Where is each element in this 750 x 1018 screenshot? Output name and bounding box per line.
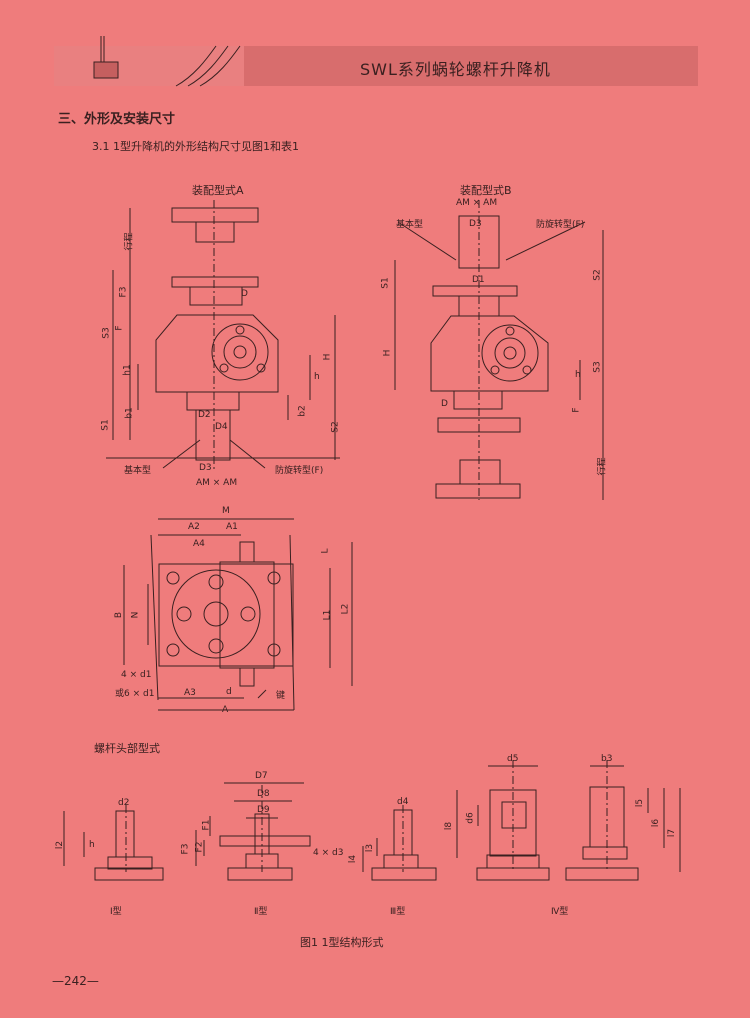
assembly-a-anti: 防旋转型(F) — [275, 466, 324, 476]
assembly-b-title: 装配型式B — [460, 184, 512, 197]
top-view-a2: A2 — [188, 522, 200, 532]
screw-head-d5: d5 — [507, 754, 519, 764]
top-view-l: L — [320, 548, 331, 554]
top-view-a4: A4 — [193, 539, 205, 549]
screw-head-type-4-left — [456, 760, 550, 881]
screw-head-d4: d4 — [397, 797, 409, 807]
screw-head-d3x4: 4 × d3 — [313, 848, 344, 858]
top-view-a1: A1 — [226, 522, 238, 532]
assembly-b-d: D — [441, 399, 448, 409]
assembly-b-f: F — [571, 407, 582, 413]
page-header-title: SWL系列蜗轮螺杆升降机 — [360, 60, 551, 79]
assembly-a-h: H — [322, 353, 333, 361]
assembly-a-basic: 基本型 — [124, 466, 152, 476]
assembly-b-s3: S3 — [592, 361, 603, 373]
screw-head-d6: d6 — [465, 812, 476, 824]
assembly-a-d4: D4 — [215, 422, 228, 432]
screw-head-l3: l3 — [365, 843, 376, 853]
screw-head-f2: F2 — [194, 841, 205, 853]
figure-caption: 图1 1型结构形式 — [300, 936, 384, 949]
top-view-l2: L2 — [340, 603, 351, 615]
assembly-a-b2: b2 — [297, 405, 308, 417]
screw-head-type-3-label: Ⅲ型 — [390, 907, 406, 917]
top-view-d: d — [226, 687, 232, 697]
screw-head-d8: D8 — [257, 789, 270, 799]
assembly-b-h: H — [382, 349, 393, 357]
screw-head-type-2 — [195, 782, 311, 881]
assembly-a-d2: D2 — [198, 410, 211, 420]
assembly-a-title: 装配型式A — [192, 184, 244, 197]
screw-head-type-2-label: Ⅱ型 — [254, 907, 268, 917]
assembly-b-am: AM × AM — [456, 198, 498, 208]
assembly-a-d3: D3 — [199, 463, 212, 473]
screw-head-l2: l2 — [55, 840, 66, 850]
screw-head-b3: b3 — [601, 754, 613, 764]
screw-head-f3: F3 — [180, 843, 191, 855]
assembly-b-h-small: h — [575, 370, 581, 380]
top-view-diagram — [123, 518, 353, 711]
screw-head-d9: D9 — [257, 805, 270, 815]
top-view-l1: L1 — [322, 609, 333, 621]
assembly-a-h-small: h — [314, 372, 320, 382]
screw-head-l7: l7 — [667, 828, 678, 838]
assembly-a-b1: b1 — [124, 407, 135, 419]
top-view-a3: A3 — [184, 688, 196, 698]
screw-head-h: h — [89, 840, 95, 850]
assembly-b-travel: 行程 — [597, 457, 608, 476]
screw-head-f1: F1 — [201, 819, 212, 831]
assembly-b-d3: D3 — [469, 219, 482, 229]
assembly-a-s1: S1 — [100, 419, 111, 431]
screw-head-type-3 — [362, 805, 437, 881]
assembly-b-basic: 基本型 — [396, 220, 424, 230]
assembly-a-am: AM × AM — [196, 478, 238, 488]
top-view-m: M — [222, 506, 230, 516]
top-view-holes-6: 或6 × d1 — [115, 689, 155, 699]
screw-head-l5: l5 — [635, 798, 646, 808]
assembly-a-diagram — [106, 200, 340, 470]
screw-head-l8: l8 — [444, 821, 455, 831]
screw-head-type-4-right — [565, 760, 681, 881]
top-view-key: 键 — [276, 691, 286, 701]
screw-head-type-1 — [63, 805, 164, 881]
assembly-a-s3: S3 — [101, 327, 112, 339]
screw-head-l6: l6 — [651, 818, 662, 828]
top-view-n: N — [130, 611, 141, 619]
assembly-b-s2: S2 — [592, 269, 603, 281]
assembly-a-f3: F3 — [118, 286, 129, 298]
screw-head-l4: l4 — [348, 854, 359, 864]
assembly-a-f: F — [114, 325, 125, 331]
assembly-b-d1: D1 — [472, 275, 485, 285]
page-number: —242— — [52, 974, 99, 988]
section-title: 三、外形及安装尺寸 — [58, 112, 176, 127]
screw-head-d7: D7 — [255, 771, 268, 781]
screw-head-d2: d2 — [118, 798, 130, 808]
assembly-b-s1: S1 — [380, 277, 391, 289]
assembly-b-anti: 防旋转型(F) — [536, 220, 585, 230]
assembly-a-d: D — [241, 289, 248, 299]
top-view-b: B — [114, 611, 125, 619]
assembly-a-travel: 行程 — [124, 232, 135, 251]
machine-logo-icon — [93, 36, 241, 87]
screw-head-type-1-label: Ⅰ型 — [110, 907, 122, 917]
top-view-a: A — [222, 705, 229, 715]
assembly-b-diagram — [394, 200, 604, 500]
screw-head-type-4-label: Ⅳ型 — [551, 907, 569, 917]
top-view-holes-4: 4 × d1 — [121, 670, 152, 680]
assembly-a-s2: S2 — [330, 421, 341, 433]
section-subtitle: 3.1 1型升降机的外形结构尺寸见图1和表1 — [92, 140, 299, 153]
assembly-a-h1: h1 — [122, 364, 133, 376]
screw-head-title: 螺杆头部型式 — [94, 742, 160, 755]
